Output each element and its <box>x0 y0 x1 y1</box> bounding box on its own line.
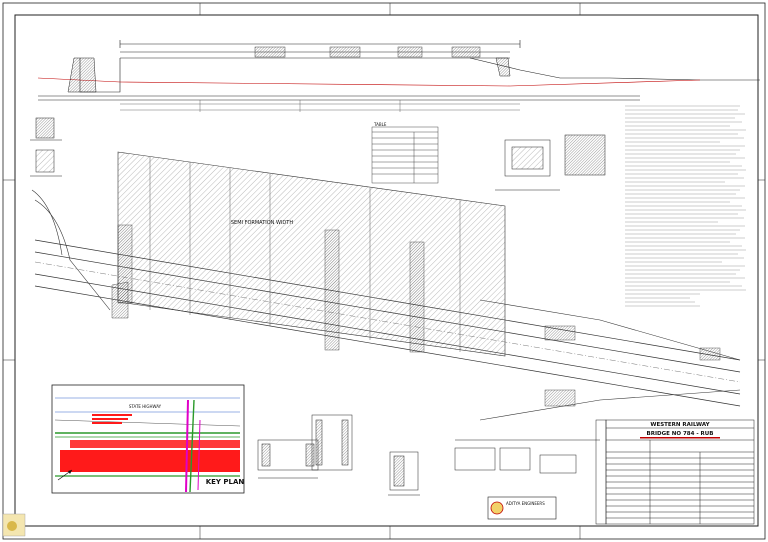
title-block-left-panel <box>595 419 607 525</box>
plan-view <box>31 151 741 421</box>
title-accent-line <box>640 437 720 439</box>
box-detail <box>495 134 606 191</box>
title-block <box>605 419 755 525</box>
key-plan-label: KEY PLAN <box>206 478 245 486</box>
border-ticks <box>3 3 765 539</box>
left-detail-column <box>30 117 62 177</box>
company-name: ADITYA ENGINEERS <box>506 501 545 506</box>
section-dimension-lines <box>120 100 520 112</box>
cross-section-details <box>257 414 600 496</box>
general-notes <box>625 105 746 307</box>
deck-blocks <box>254 46 481 58</box>
longitudinal-section <box>37 40 760 101</box>
corner-logo <box>2 513 26 537</box>
bridge-title: BRIDGE NO 784 - RUB <box>647 431 714 437</box>
dimension-table <box>371 126 439 184</box>
formation-width-label: SEMI FORMATION WIDTH <box>231 220 293 226</box>
railway-title: WESTERN RAILWAY <box>650 422 710 428</box>
table-title: TABLE <box>373 122 387 127</box>
inner-border <box>14 14 759 527</box>
key-plan <box>51 384 245 494</box>
embankment-right <box>495 57 511 77</box>
consultant-stamp <box>487 496 557 520</box>
embankment-left <box>67 57 97 93</box>
state-highway-label: STATE HIGHWAY <box>129 404 162 409</box>
